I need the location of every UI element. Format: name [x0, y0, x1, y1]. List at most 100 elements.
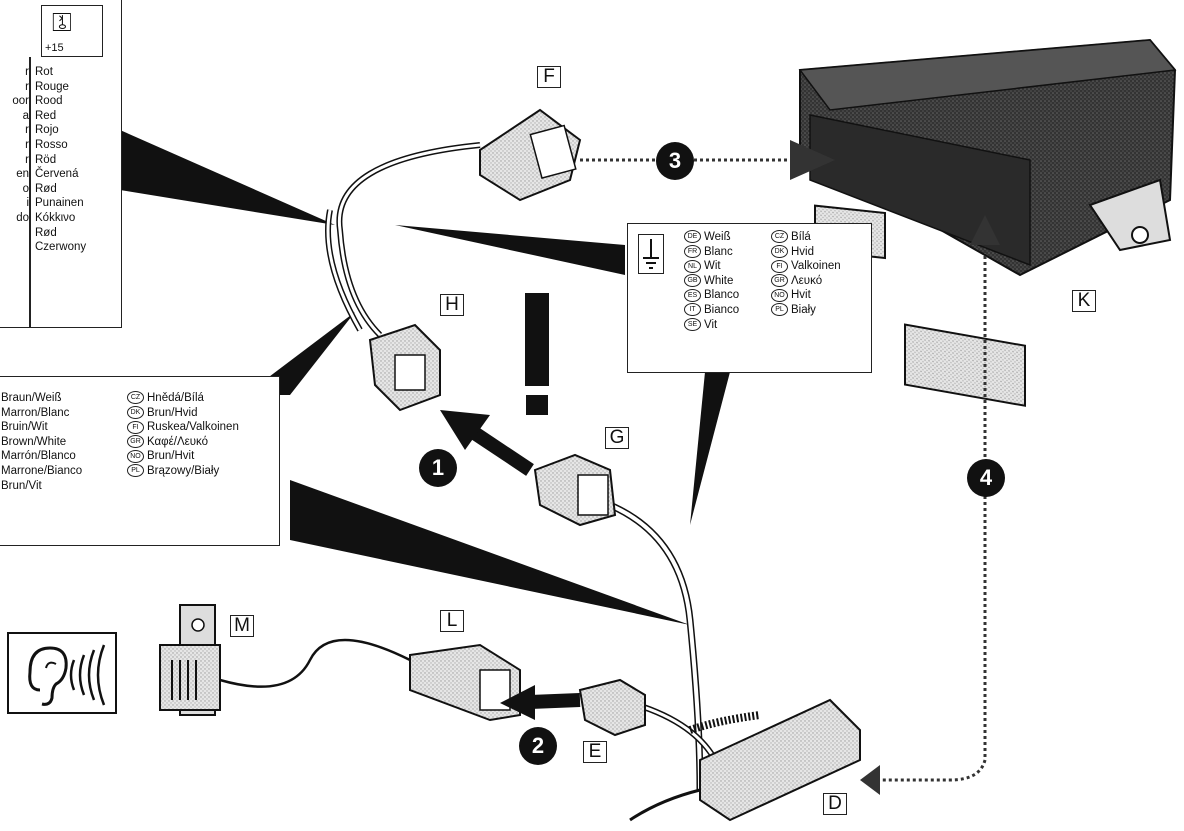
country-code: CZ: [127, 391, 144, 405]
legend-text: Rojo: [35, 124, 59, 137]
legend-row: Marrón/Blanco: [1, 449, 82, 464]
legend-text: r: [25, 153, 29, 166]
legend-row: Braun/Weiß: [1, 391, 82, 406]
legend-text: r: [25, 66, 29, 78]
legend-row: i: [1, 196, 29, 211]
legend-text: r: [25, 80, 29, 93]
country-code: IT: [684, 303, 701, 317]
ground-symbol: [638, 234, 664, 274]
legend-text: Biały: [791, 303, 816, 316]
country-code: GR: [771, 274, 788, 288]
callout-wedge-white: [395, 225, 625, 275]
wiring-cables: [219, 142, 723, 822]
callout-wedge-red: [120, 130, 335, 225]
ear-sound-icon: [7, 632, 117, 714]
legend-text: Καφέ/Λευκό: [147, 435, 209, 448]
legend-row: a: [1, 109, 29, 124]
connector-e: [578, 678, 646, 737]
country-code: PL: [771, 303, 788, 317]
connector-d: [688, 698, 861, 822]
connector-h: [368, 323, 441, 412]
legend-text: Hvid: [791, 245, 815, 258]
ignition-key-box: ⚿ +15: [41, 5, 103, 57]
legend-row: r: [1, 80, 29, 95]
connector-g: [533, 453, 617, 527]
legend-text: Weiß: [704, 231, 731, 243]
legend-row: Marron/Blanc: [1, 406, 82, 421]
legend-text: oor: [12, 95, 29, 108]
label-h: H: [440, 294, 464, 316]
legend-text: Bianco: [704, 303, 740, 316]
key-icon: ⚿: [52, 7, 72, 37]
legend-text: Červená: [35, 168, 79, 181]
legend-text: Rød: [35, 182, 57, 195]
country-code: DK: [127, 406, 144, 420]
legend-row: Czerwony: [35, 240, 86, 255]
legend-row: o: [1, 182, 29, 197]
legend-text: Marron/Blanc: [1, 406, 70, 419]
legend-text: r: [25, 124, 29, 137]
arrowhead-3: [790, 140, 835, 180]
country-code: NO: [127, 449, 144, 463]
legend-text: Bruin/Wit: [1, 421, 48, 434]
label-e: E: [583, 741, 607, 763]
legend-text: a: [22, 109, 29, 122]
legend-row: Red: [35, 109, 86, 124]
label-m: M: [230, 615, 254, 637]
step-3: 3: [656, 142, 694, 180]
legend-text: Czerwony: [35, 241, 87, 254]
legend-text: Rood: [35, 95, 63, 108]
legend-text: Punainen: [35, 197, 84, 210]
legend-text: Hvit: [791, 289, 811, 302]
legend-row: Kókkινo: [35, 211, 86, 226]
country-code: GB: [684, 274, 701, 288]
label-f: F: [537, 66, 561, 88]
callout-wedge-white-lower: [690, 372, 730, 525]
country-code: DE: [684, 230, 701, 244]
legend-row: r: [1, 153, 29, 168]
country-code: ES: [684, 288, 701, 302]
country-code: GR: [127, 435, 144, 449]
legend-text: Rosso: [35, 138, 68, 151]
legend-text: Brown/White: [1, 435, 67, 448]
legend-text: Marrone/Bianco: [1, 464, 83, 477]
legend-row: Rød: [35, 182, 86, 197]
legend-text: Λευκό: [791, 274, 823, 287]
legend-row: Rosso: [35, 138, 86, 153]
legend-row: Brun/Vit: [1, 479, 82, 494]
control-unit-k: [798, 38, 1177, 407]
callout-wedge-brown: [245, 312, 355, 395]
country-code: SE: [684, 318, 701, 332]
arrowhead-4: [970, 215, 1000, 245]
legend-text: Ruskea/Valkoinen: [147, 421, 239, 434]
push-arrow-2: [500, 685, 581, 720]
legend-text: Valkoinen: [791, 260, 841, 273]
legend-text: r: [25, 138, 29, 151]
exclamation-dot: [526, 395, 548, 415]
legend-row: en: [1, 167, 29, 182]
step-1: 1: [419, 449, 457, 487]
legend-text: Blanc: [704, 245, 733, 258]
country-code: CZ: [771, 230, 788, 244]
step-4: 4: [967, 459, 1005, 497]
legend-text: Brun/Hvit: [147, 450, 195, 463]
push-arrow-1: [440, 410, 534, 476]
legend-row: Röd: [35, 153, 86, 168]
country-code: FR: [684, 245, 701, 259]
legend-text: Wit: [704, 260, 721, 273]
country-code: FI: [127, 420, 144, 434]
label-k: K: [1072, 290, 1096, 312]
